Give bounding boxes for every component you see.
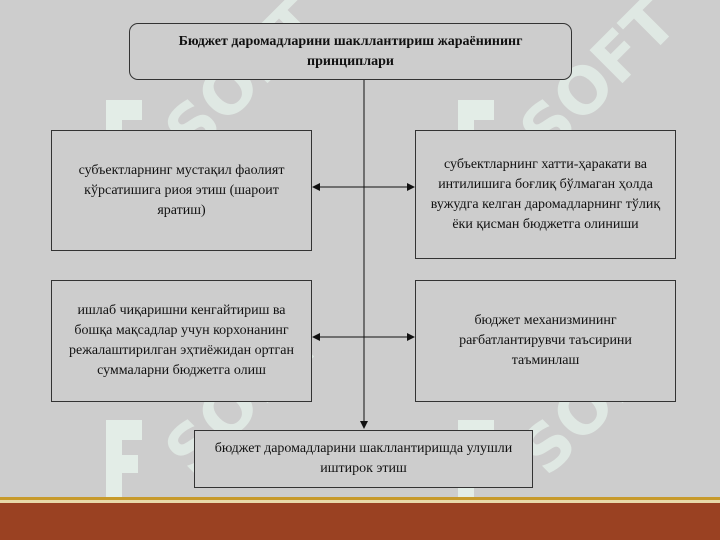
box-right-top: субъектларнинг хатти-ҳаракати ва интилиш… [415, 130, 676, 259]
diagram-title: Бюджет даромадларини шакллантириш жараён… [129, 23, 572, 80]
box-bottom: бюджет даромадларини шакллантиришда улуш… [194, 430, 533, 488]
watermark-logo-icon [106, 420, 142, 500]
footer-light-line [0, 500, 720, 503]
box-left-top: субъектларнинг мустақил фаолият кўрсатиш… [51, 130, 312, 251]
box-left-bottom: ишлаб чиқаришни кенгайтириш ва бошқа мақ… [51, 280, 312, 402]
footer-bar [0, 503, 720, 540]
footer-accent-line [0, 497, 720, 500]
box-right-bottom: бюджет механизмининг рағбатлантирувчи та… [415, 280, 676, 402]
